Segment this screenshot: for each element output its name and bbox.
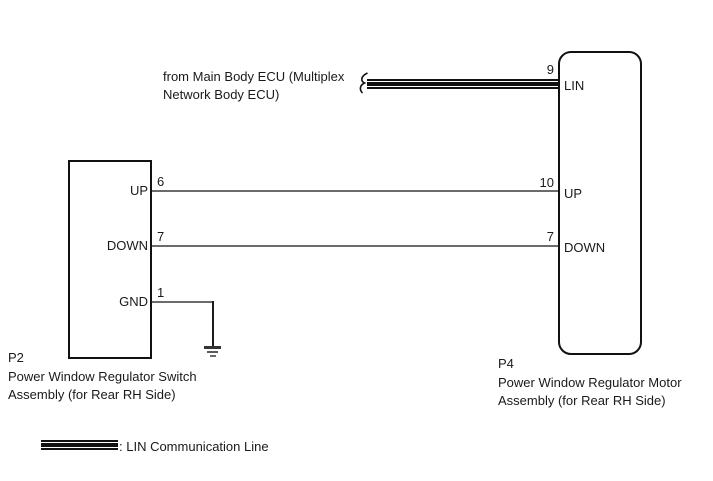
left-connector-box [68, 160, 152, 359]
p4-pin-number-7: 7 [546, 229, 554, 244]
gnd-wire-vertical [212, 301, 214, 347]
legend-label: : LIN Communication Line [119, 439, 269, 454]
p2-connector-code: P2 [8, 350, 24, 365]
p2-caption: P2 Power Window Regulator Switch Assembl… [8, 349, 197, 405]
p4-pin-number-9: 9 [546, 62, 554, 77]
p4-pin-label-up: UP [564, 186, 583, 201]
gnd-wire-horizontal [152, 301, 213, 303]
lin-communication-wire [367, 79, 558, 89]
p4-pin-number-10: 10 [539, 175, 554, 190]
wire-break-icon [359, 72, 368, 94]
right-connector-box [558, 51, 642, 355]
legend-lin-line-icon [41, 440, 118, 450]
p2-pin-number-6: 6 [157, 174, 165, 189]
p4-pin-label-down: DOWN [564, 240, 606, 255]
ecu-source-note: from Main Body ECU (Multiplex Network Bo… [163, 68, 344, 104]
ground-bar-3 [210, 355, 216, 357]
p4-pin-label-lin: LIN [564, 78, 585, 93]
p2-connector-name-line1: Power Window Regulator Switch [8, 368, 197, 384]
p2-pin-number-1: 1 [157, 285, 165, 300]
p4-caption: P4 Power Window Regulator Motor Assembly… [498, 355, 682, 411]
ecu-source-note-line2: Network Body ECU) [163, 87, 280, 102]
up-wire [152, 190, 558, 192]
ground-bar-1 [204, 346, 221, 349]
p2-pin-label-up: UP [129, 183, 148, 198]
p4-connector-code: P4 [498, 356, 514, 371]
p2-connector-name-line2: Assembly (for Rear RH Side) [8, 387, 176, 402]
p2-pin-label-gnd: GND [119, 294, 148, 309]
down-wire [152, 245, 558, 247]
ground-bar-2 [207, 351, 218, 353]
p2-pin-number-7: 7 [157, 229, 165, 244]
ecu-source-note-line1: from Main Body ECU (Multiplex [163, 69, 345, 84]
p2-pin-label-down: DOWN [106, 238, 148, 253]
p4-connector-name-line2: Assembly (for Rear RH Side) [498, 393, 666, 408]
p4-connector-name-line1: Power Window Regulator Motor [498, 374, 682, 390]
